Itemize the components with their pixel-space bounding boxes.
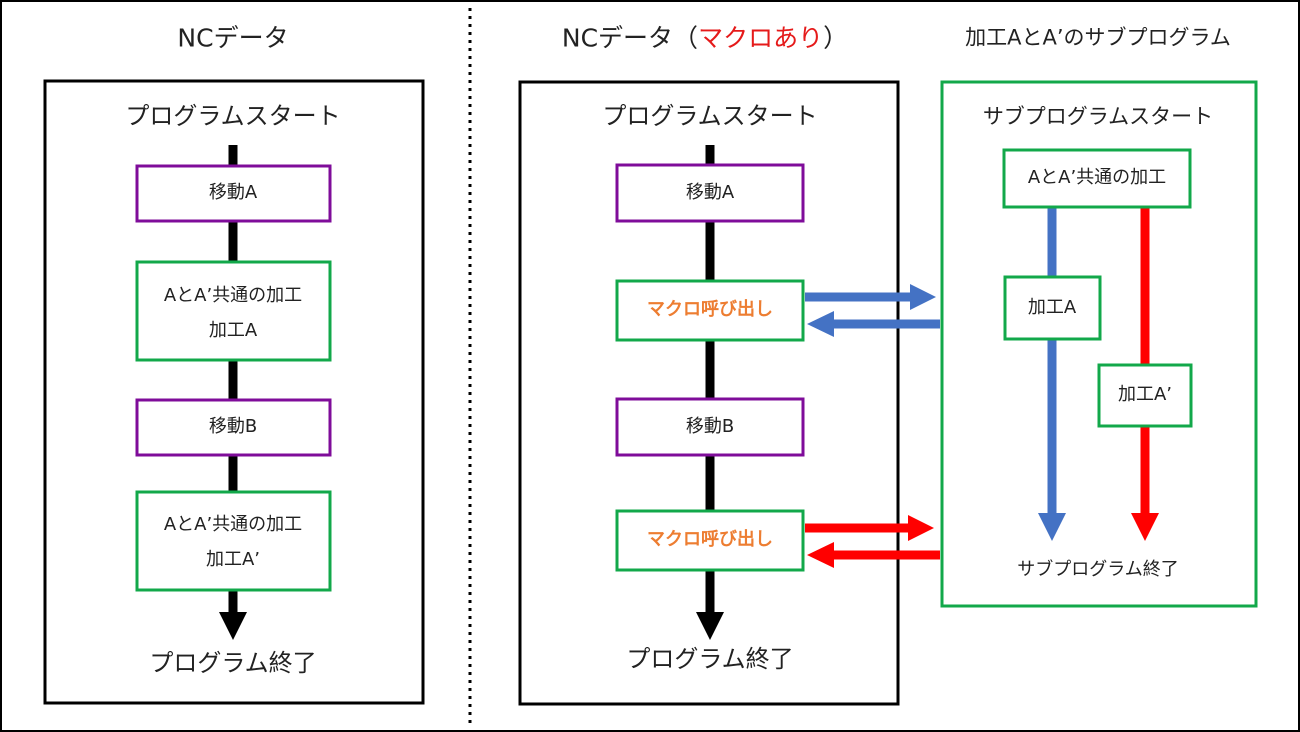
middle-macro-call-1-label: マクロ呼び出し [647, 299, 773, 320]
middle-box-move-b-label: 移動B [685, 416, 735, 437]
middle-box-move-a [615, 163, 805, 223]
left-box-move-a [135, 164, 332, 223]
right-box-process-a-prime [1097, 363, 1193, 428]
blue-call-arrowhead [910, 284, 936, 310]
red-return-arrowhead [807, 542, 834, 568]
right-box-process-a [1003, 275, 1102, 341]
middle-box-move-b [615, 397, 805, 457]
left-title: NCデータ [177, 23, 289, 53]
right-panel [940, 80, 1258, 608]
left-box-process-a-line2: 加工A [208, 320, 258, 341]
middle-flow-arrowhead [696, 612, 724, 640]
middle-title-highlight: マクロあり [698, 23, 824, 53]
red-call-arrowhead [908, 515, 934, 541]
right-box-common [1002, 148, 1192, 209]
middle-macro-call-2-label: マクロ呼び出し [647, 529, 773, 550]
right-box-common-label: AとA’共通の加工 [1027, 167, 1167, 188]
middle-title-prefix: NCデータ（ [561, 23, 699, 53]
left-box-move-b-label: 移動B [208, 416, 258, 437]
right-end-label: サブプログラム終了 [1017, 559, 1179, 580]
left-flow-arrowhead [219, 612, 247, 640]
middle-box-macro-call-1 [615, 279, 805, 342]
left-panel [43, 79, 425, 705]
middle-title: NCデータ（マクロあり） [562, 26, 848, 51]
middle-title-suffix: ） [823, 23, 849, 53]
middle-panel [518, 80, 900, 706]
left-box-process-a-prime-line1: AとA’共通の加工 [163, 514, 303, 535]
middle-box-macro-call-2 [615, 509, 805, 572]
left-box-process-a-prime-line2: 加工A’ [205, 549, 261, 570]
left-box-process-a [135, 260, 332, 362]
right-box-process-a-prime-label: 加工A’ [1117, 384, 1173, 405]
right-start-label: サブプログラムスタート [982, 104, 1214, 129]
red-branch-arrowhead [1131, 513, 1159, 541]
left-start-label: プログラムスタート [125, 102, 341, 130]
middle-end-label: プログラム終了 [626, 645, 794, 673]
middle-start-label: プログラムスタート [602, 102, 818, 130]
left-box-process-a-prime [135, 490, 332, 592]
right-title: 加工AとA’のサブプログラム [965, 25, 1231, 50]
blue-branch-arrowhead [1038, 513, 1066, 541]
left-box-move-b [135, 398, 332, 457]
blue-return-arrowhead [807, 311, 834, 337]
middle-box-move-a-label: 移動A [685, 182, 735, 203]
right-box-process-a-label: 加工A [1027, 297, 1077, 318]
left-box-process-a-line1: AとA’共通の加工 [163, 285, 303, 306]
left-end-label: プログラム終了 [149, 649, 317, 677]
left-box-move-a-label: 移動A [208, 182, 258, 203]
